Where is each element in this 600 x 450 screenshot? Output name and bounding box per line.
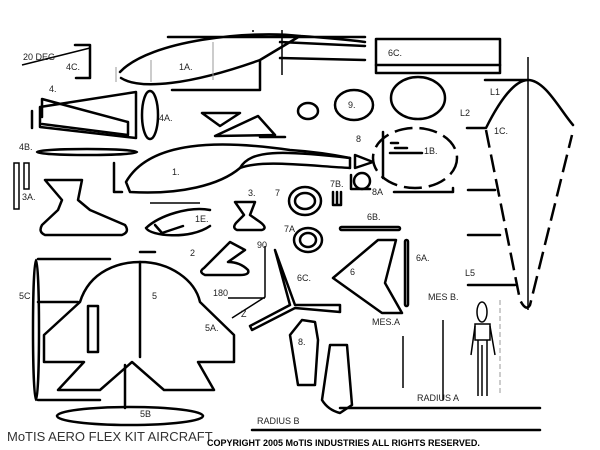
label-7: 7 bbox=[275, 188, 280, 198]
label-mes-b: MES B. bbox=[428, 292, 459, 302]
label-90: 90 bbox=[257, 240, 267, 250]
label-9: 9. bbox=[348, 100, 356, 110]
label-6c: 6C. bbox=[297, 273, 311, 283]
part-2 bbox=[200, 240, 250, 277]
label-4: 4. bbox=[49, 84, 57, 94]
label-7b: 7B. bbox=[330, 179, 344, 189]
label-radius-a: RADIUS A bbox=[417, 393, 459, 403]
label-mes-a: MES.A bbox=[372, 317, 400, 327]
part-6c-top bbox=[374, 37, 502, 75]
label-l2: L2 bbox=[460, 108, 470, 118]
label-4b: 4B. bbox=[19, 142, 33, 152]
part-1b bbox=[349, 126, 459, 194]
label-z: Z bbox=[241, 309, 247, 319]
label-6c-top: 6C. bbox=[388, 48, 402, 58]
label-8-top: 8 bbox=[356, 134, 361, 144]
label-radius-b: RADIUS B bbox=[257, 416, 300, 426]
kit-title: MoTIS AERO FLEX KIT AIRCRAFT bbox=[7, 429, 213, 444]
part-wing-small bbox=[200, 111, 287, 139]
measure-lines bbox=[250, 300, 542, 432]
part-1c bbox=[465, 57, 575, 310]
part-7 bbox=[287, 185, 343, 254]
part-4c bbox=[21, 43, 92, 80]
part-6b bbox=[338, 225, 402, 232]
label-5c: 5C bbox=[19, 291, 31, 301]
stand-part bbox=[39, 178, 266, 237]
part-9 bbox=[296, 75, 447, 122]
label-4a: 4A. bbox=[159, 113, 173, 123]
label-20-deg: 20 DEG bbox=[23, 52, 55, 62]
label-2: 2 bbox=[190, 248, 195, 258]
label-6b: 6B. bbox=[367, 212, 381, 222]
part-8 bbox=[288, 318, 354, 415]
angle-guide bbox=[228, 246, 266, 319]
copyright-notice: COPYRIGHT 2005 MoTIS INDUSTRIES ALL RIGH… bbox=[207, 438, 480, 448]
label-3a: 3A. bbox=[22, 192, 36, 202]
part-6 bbox=[331, 238, 404, 315]
label-l5: L5 bbox=[465, 268, 475, 278]
part-1 bbox=[112, 143, 375, 194]
label-3: 3. bbox=[248, 188, 256, 198]
label-6: 6 bbox=[350, 267, 355, 277]
part-5 bbox=[31, 250, 236, 427]
label-1: 1. bbox=[172, 167, 180, 177]
part-3a bbox=[13, 162, 30, 210]
human-figure bbox=[470, 301, 496, 396]
label-5b: 5B bbox=[140, 409, 151, 419]
part-1a bbox=[115, 30, 367, 92]
label-1b: 1B. bbox=[424, 146, 438, 156]
label-7a: 7A bbox=[284, 224, 295, 234]
label-l1: L1 bbox=[490, 87, 500, 97]
part-1e bbox=[144, 202, 212, 237]
label-8: 8. bbox=[298, 337, 306, 347]
label-180: 180 bbox=[213, 288, 228, 298]
label-1e: 1E. bbox=[195, 214, 209, 224]
label-1a: 1A. bbox=[179, 62, 193, 72]
label-8a: 8A bbox=[372, 187, 383, 197]
label-5: 5 bbox=[152, 291, 157, 301]
part-6c bbox=[248, 248, 342, 332]
label-1c: 1C. bbox=[494, 126, 508, 136]
part-4 bbox=[30, 89, 160, 157]
label-6a: 6A. bbox=[416, 253, 430, 263]
label-5a: 5A. bbox=[205, 323, 219, 333]
part-6a bbox=[403, 238, 410, 308]
label-4c: 4C. bbox=[66, 62, 80, 72]
part-labels: 20 DEG 4C. 4. 1A. 6C. 9. L1 L2 1C. 4A. 4… bbox=[19, 48, 508, 426]
